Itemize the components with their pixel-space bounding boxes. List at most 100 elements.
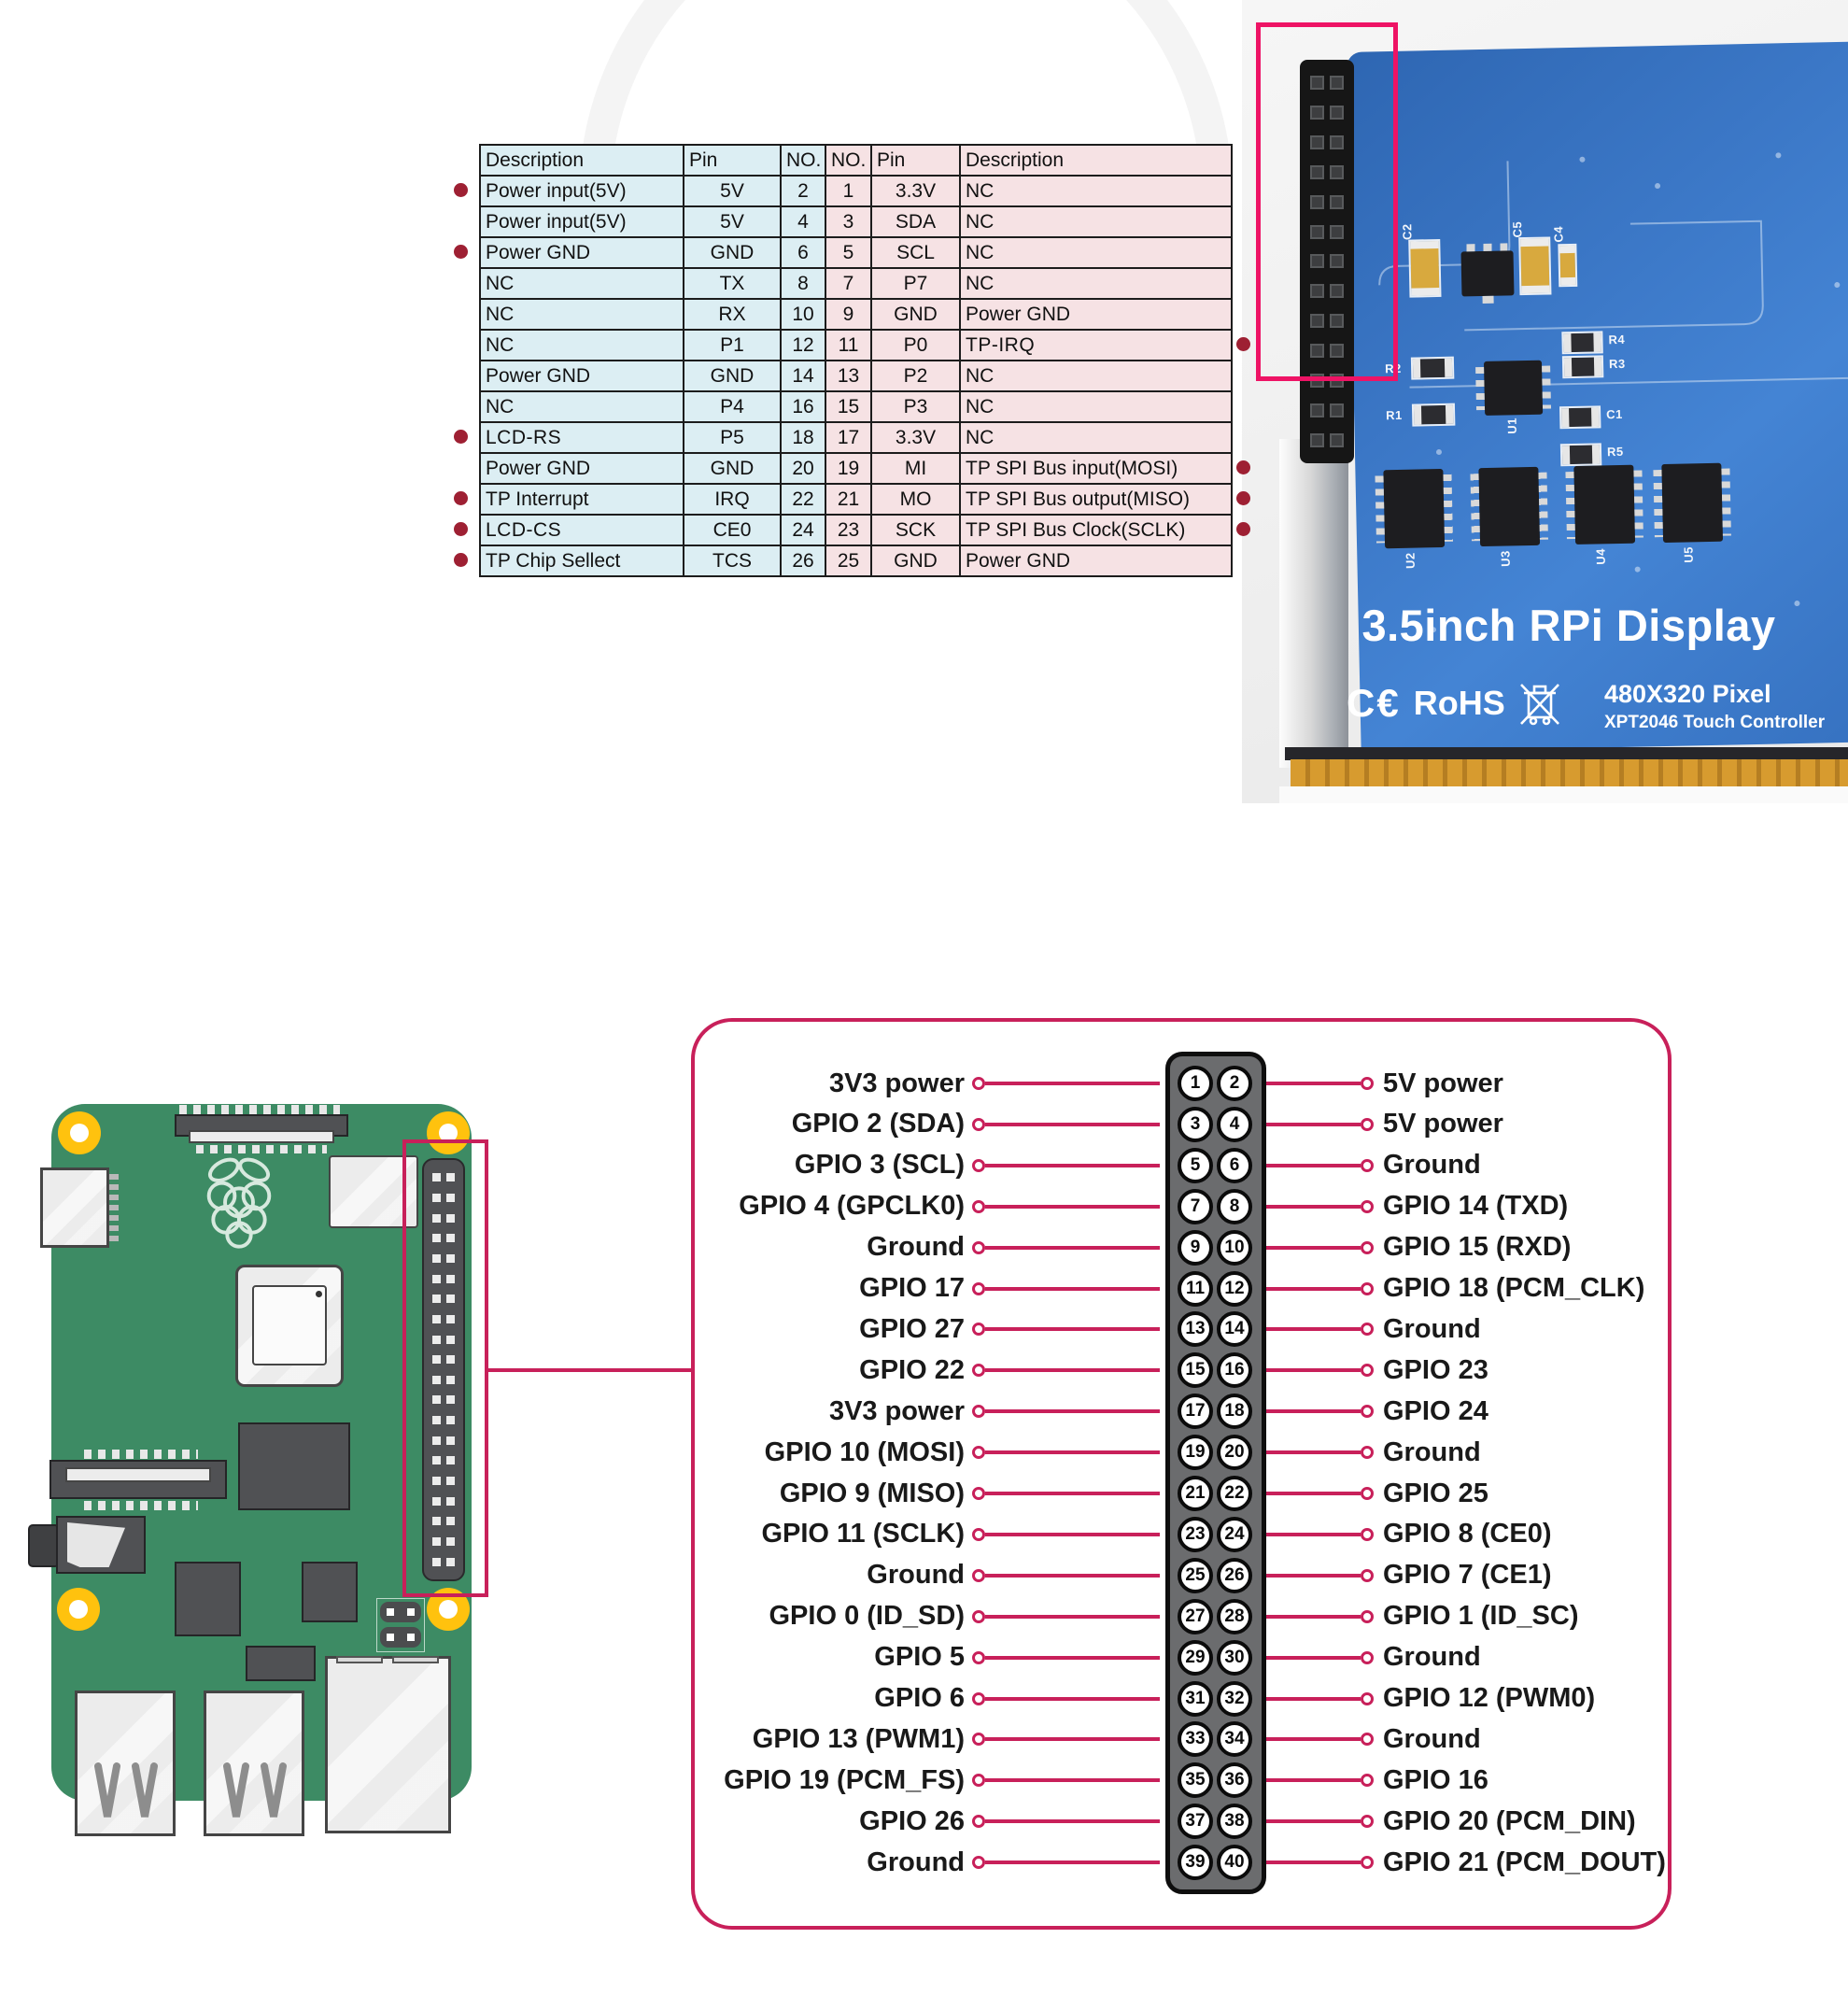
cell-no-left: 4 [780,205,826,238]
usb-port [204,1691,304,1836]
pin-terminal-ring [972,1077,985,1090]
pi-gpio-pin [432,1274,441,1283]
cell-description-right: NC [959,390,1233,423]
pi-gpio-pin [432,1314,441,1323]
pin-wire-right [1261,1204,1361,1209]
pin-terminal-ring [1361,1199,1374,1213]
pin-terminal-ring [1361,1487,1374,1500]
pin-label-left: GPIO 27 [859,1313,965,1344]
raspberry-pi-board [28,1074,570,1995]
gpio-female-header [1300,60,1354,463]
pin-wire-left [985,1655,1160,1660]
header-pin-hole [1310,314,1324,329]
pin-circle: 23 [1178,1516,1213,1552]
pin-label-right: GPIO 16 [1383,1764,1488,1795]
pi-gpio-pin [432,1537,441,1547]
pin-terminal-ring [972,1650,985,1664]
usb-port [75,1691,176,1836]
pi-gpio-pin [446,1557,455,1566]
cell-description-left: NC [479,267,684,300]
pi-gpio-pin [446,1335,455,1344]
pi-gpio-pin [432,1234,441,1243]
pin-label-right: GPIO 8 (CE0) [1383,1519,1552,1549]
marker-dot-right [1236,491,1250,505]
usb-controller-chip [175,1562,241,1636]
pin-terminal-ring [1361,1405,1374,1419]
pin-terminal-ring [1361,1077,1374,1090]
spec-resolution: 480X320 Pixel [1604,680,1771,708]
pin-wire-right [1261,1368,1361,1373]
pi-gpio-pin [432,1477,441,1486]
marker-dot-left [454,522,468,536]
component-label: R3 [1608,356,1626,372]
pin-label-right: GPIO 7 (CE1) [1383,1560,1552,1591]
cell-pin-left: P5 [683,421,782,454]
pin-wire-right [1261,1082,1361,1085]
pin-circle: 19 [1178,1435,1213,1471]
pin-wire-right [1261,1450,1361,1455]
cell-no-left: 20 [780,452,826,485]
pin-terminal-ring [1361,1281,1374,1295]
pin-label-left: 3V3 power [828,1395,965,1426]
pin-circle: 15 [1178,1352,1213,1389]
pin-terminal-ring [1361,1691,1374,1705]
header-pin-hole [1330,194,1344,209]
cell-no-left: 24 [780,514,826,546]
pin-label-left: GPIO 2 (SDA) [791,1109,965,1139]
header-pin-hole [1330,284,1344,299]
pin-terminal-ring [1361,1117,1374,1131]
pi-gpio-pin [446,1193,455,1202]
pin-mapping-table: Description Pin NO. NO. Pin Description … [479,144,1233,577]
pi-gpio-pin [446,1416,455,1425]
pin-wire-right [1261,1861,1361,1865]
pi-gpio-pin [432,1395,441,1405]
pin-circle: 31 [1178,1680,1213,1717]
pin-circle: 36 [1217,1762,1252,1799]
header-pin-hole [1330,76,1344,91]
pin-label-right: GPIO 12 (PWM0) [1383,1683,1596,1713]
spec-touch-controller: XPT2046 Touch Controller [1604,713,1826,732]
screen-bezel-strip [1285,747,1848,760]
header-pin-right: Pin [870,144,961,177]
pi-gpio-pin [432,1355,441,1365]
cell-no-left: 12 [780,329,826,361]
capacitor-c5 [1518,236,1552,296]
header-pin-hole [1330,403,1344,417]
pin-label-left: GPIO 9 (MISO) [779,1478,965,1508]
capacitor-c4 [1558,243,1578,288]
component-label: U1 [1504,417,1519,434]
ethernet-notch [392,1656,439,1663]
gpio-callout-rectangle [402,1139,488,1597]
camera-connector-teeth [179,1105,340,1114]
marker-dot-left [454,430,468,444]
pin-circle: 37 [1178,1804,1213,1840]
pin-label-right: Ground [1383,1436,1481,1467]
pi-gpio-pin [432,1253,441,1263]
cell-no-left: 16 [780,390,826,423]
pin-label-left: GPIO 6 [874,1683,965,1713]
header-pin-hole [1310,135,1324,150]
ethernet-chip [302,1562,358,1622]
pin-terminal-ring [1361,1158,1374,1172]
cell-description-right: NC [959,175,1233,207]
pin-label-left: GPIO 0 (ID_SD) [769,1601,966,1632]
pin-circle: 16 [1217,1352,1252,1389]
pin-terminal-ring [972,1405,985,1419]
camera-connector-teeth [196,1145,327,1153]
pin-label-right: Ground [1383,1313,1481,1344]
pin-circle: 4 [1217,1106,1252,1142]
pin-wire-left [985,1204,1160,1209]
touch-controller-ic [1483,360,1544,416]
pin-circle: 14 [1217,1311,1252,1348]
pin-label-right: Ground [1383,1150,1481,1181]
cell-no-left: 14 [780,360,826,392]
display-connector-latch [65,1467,211,1482]
